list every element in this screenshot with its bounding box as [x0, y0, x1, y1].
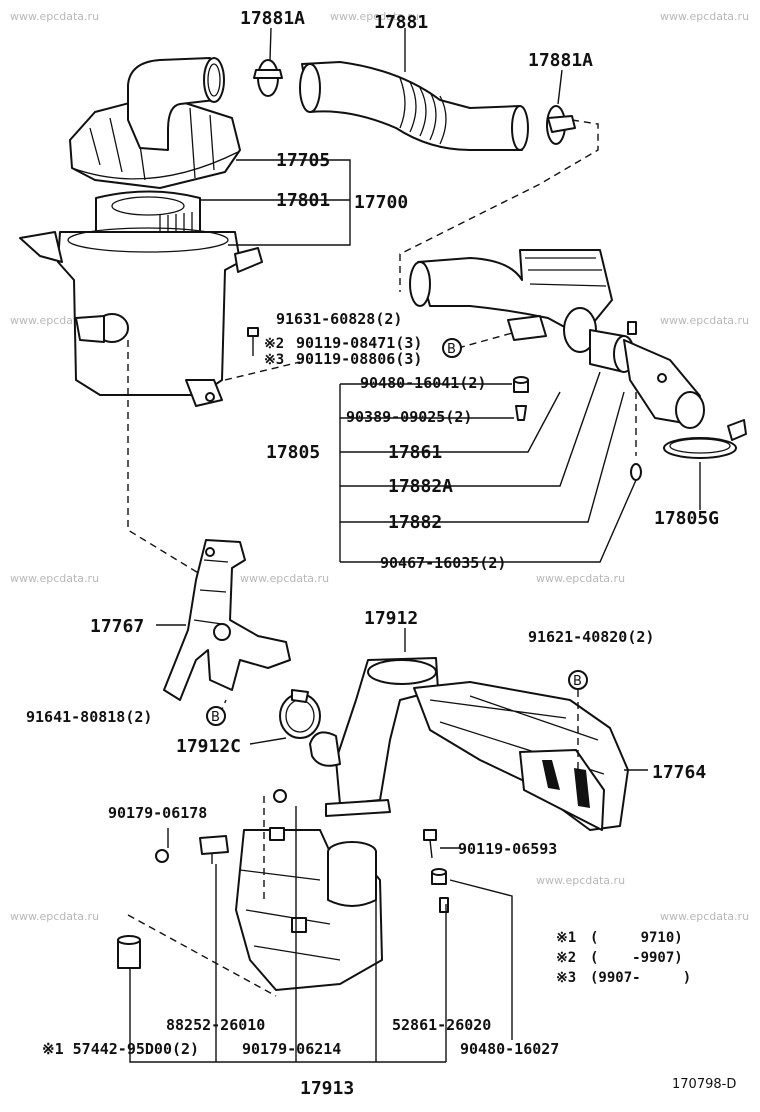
label-17805: 17805	[266, 442, 320, 463]
label-17881a-right: 17881A	[528, 50, 593, 71]
note-mark-2: ※2	[556, 950, 576, 966]
bolt-90119	[247, 327, 259, 356]
label-57442: ※1 57442-95D00(2)	[42, 1040, 199, 1058]
air-cleaner-cap-17705	[69, 57, 241, 189]
grommet-90179-06178	[155, 849, 169, 863]
label-90119-06593: 90119-06593	[458, 840, 557, 858]
bracket-17913	[129, 968, 446, 1063]
watermark: www.epcdata.ru	[660, 314, 749, 327]
ref-b-callout: B	[568, 670, 588, 690]
svg-text:B: B	[211, 710, 220, 725]
label-17764: 17764	[652, 762, 706, 783]
resonator-17913	[235, 827, 383, 991]
grommet-90480-16041	[513, 376, 529, 393]
svg-text:B: B	[447, 342, 456, 357]
vsv-88252	[199, 835, 229, 864]
leader-17882	[340, 391, 625, 523]
applicability-notes: ※1 ( 9710) ※2 ( -9907) ※3 (9907- )	[556, 930, 691, 986]
watermark: www.epcdata.ru	[660, 910, 749, 923]
watermark: www.epcdata.ru	[240, 572, 329, 585]
clamp-17805g	[663, 419, 747, 459]
note-mark-1: ※1	[556, 930, 576, 946]
hose-17882	[563, 307, 705, 429]
ref-b-callout: B	[206, 706, 226, 726]
dashed-B-route	[457, 331, 517, 349]
leader-17882a	[340, 371, 601, 487]
label-17912: 17912	[364, 608, 418, 629]
label-17881a-top: 17881A	[240, 8, 305, 29]
diagram-code: 170798-D	[672, 1077, 736, 1092]
dashed-cushion	[127, 914, 277, 997]
label-52861: 52861-26020	[392, 1016, 491, 1034]
clamp-17912c	[279, 689, 321, 739]
label-17881: 17881	[374, 12, 428, 33]
leader-17705	[228, 159, 351, 246]
dashed-case-bracket	[127, 340, 201, 575]
label-90480-16027: 90480-16027	[460, 1040, 559, 1058]
mark-2: ※2	[264, 336, 284, 352]
ref-b-callout: B	[442, 338, 462, 358]
inlet-17912	[309, 657, 439, 817]
watermark: www.epcdata.ru	[536, 572, 625, 585]
label-17912c: 17912C	[176, 736, 241, 757]
mark-3: ※3	[264, 352, 284, 368]
label-88252: 88252-26010	[166, 1016, 265, 1034]
clamp-17881a-left	[253, 27, 283, 97]
plug-90467	[630, 463, 642, 481]
clip-90179-06214	[273, 789, 287, 803]
leader-90480-16027	[449, 879, 513, 1040]
note-mark-3: ※3	[556, 970, 576, 986]
label-90480-16041: 90480-16041(2)	[360, 374, 486, 392]
label-91631: 91631-60828(2)	[276, 310, 402, 328]
label-90179-06178: 90179-06178	[108, 804, 207, 822]
note-range-1: ( 9710)	[590, 930, 683, 946]
note-range-3: (9907- )	[590, 970, 691, 986]
label-91641: 91641-80818(2)	[26, 708, 152, 726]
watermark: www.epcdata.ru	[536, 874, 625, 887]
label-17801: 17801	[276, 190, 330, 211]
clip-90389	[515, 405, 527, 421]
label-90389: 90389-09025(2)	[346, 408, 472, 426]
dashed-hose-route	[399, 119, 599, 292]
intake-hose-17881	[299, 28, 529, 151]
dashed-bolt-route	[224, 361, 301, 381]
leader-17861	[340, 391, 561, 453]
watermark: www.epcdata.ru	[10, 10, 99, 23]
label-90467: 90467-16035(2)	[380, 554, 506, 572]
watermark: www.epcdata.ru	[330, 10, 419, 23]
note-range-2: ( -9907)	[590, 950, 683, 966]
grommet-90480-16027	[431, 868, 447, 885]
label-17767: 17767	[90, 616, 144, 637]
pin-52861	[439, 897, 449, 913]
cushion-57442	[117, 935, 141, 969]
watermark: www.epcdata.ru	[660, 10, 749, 23]
label-17805g: 17805G	[654, 508, 719, 529]
bracket-17767	[163, 539, 291, 701]
label-91621: 91621-40820(2)	[528, 628, 654, 646]
label-17913: 17913	[300, 1078, 354, 1099]
label-90179-06214: 90179-06214	[242, 1040, 341, 1058]
label-90119-08806: 90119-08806(3)	[296, 350, 422, 368]
watermarks: www.epcdata.ru www.epcdata.ru www.epcdat…	[10, 10, 749, 923]
watermark: www.epcdata.ru	[10, 572, 99, 585]
label-17882a: 17882A	[388, 476, 453, 497]
leader-90467	[340, 479, 637, 563]
air-cleaner-case-17700	[19, 227, 263, 407]
svg-text:B: B	[573, 674, 582, 689]
label-17705: 17705	[276, 150, 330, 171]
label-17700: 17700	[354, 192, 408, 213]
bolt-90119-06593	[423, 829, 437, 859]
clamp-17881a-right	[546, 69, 576, 145]
leader-17912c	[249, 737, 287, 745]
watermark: www.epcdata.ru	[10, 910, 99, 923]
resonator-17764	[413, 681, 629, 831]
label-17861: 17861	[388, 442, 442, 463]
label-90119-08471: 90119-08471(3)	[296, 334, 422, 352]
label-17882: 17882	[388, 512, 442, 533]
